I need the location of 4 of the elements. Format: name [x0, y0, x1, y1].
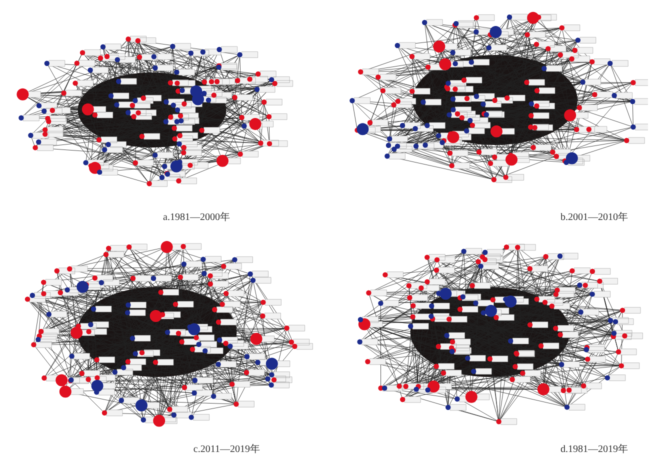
- panel-caption: b.2001—2010年: [560, 211, 628, 224]
- panel-caption: d.1981—2019年: [560, 443, 628, 456]
- panel-caption: c.2011—2019年: [193, 443, 260, 456]
- panel-caption: a.1981—2000年: [163, 211, 230, 224]
